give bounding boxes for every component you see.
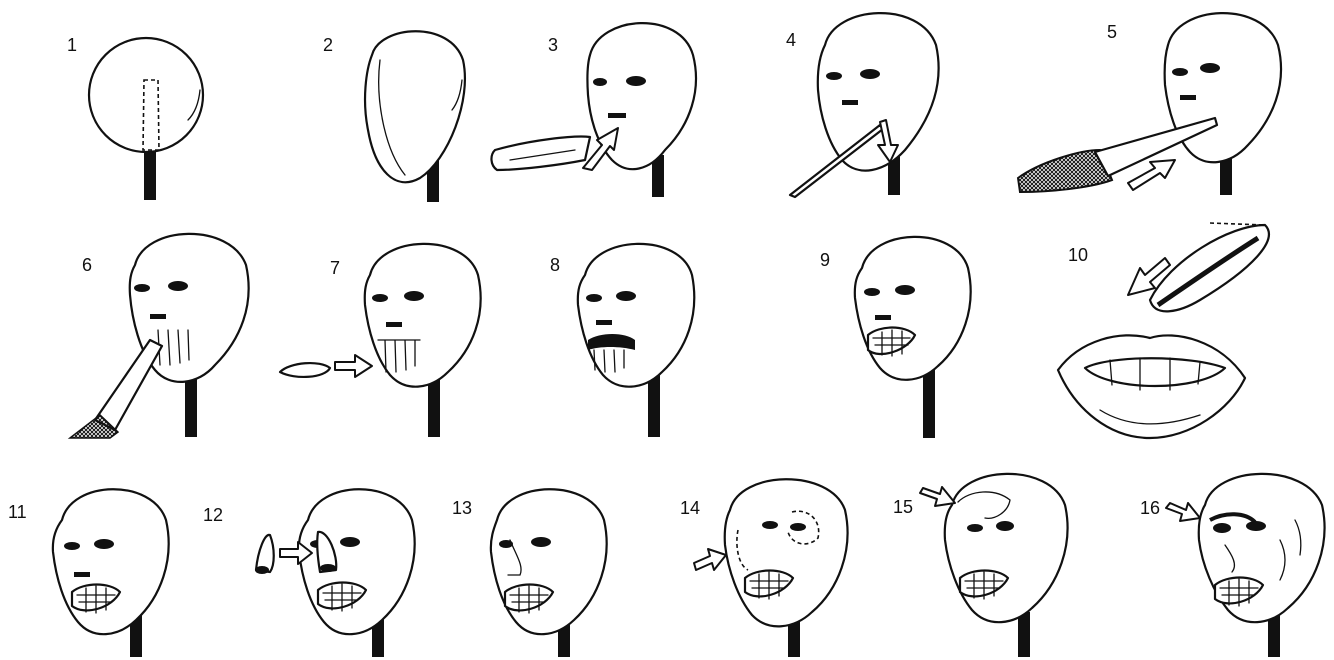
tool (95, 340, 162, 430)
clay-strip (491, 137, 590, 170)
stick (144, 148, 156, 200)
head (725, 479, 848, 626)
head (491, 489, 607, 634)
step-8-upper-lip (578, 244, 694, 437)
stick (1018, 612, 1030, 657)
step-10-lip-detail (1058, 223, 1269, 438)
step-5-shape-chin (1018, 13, 1281, 195)
step-9-both-lips (855, 237, 971, 438)
head (365, 244, 481, 387)
step-2-egg-shape (365, 31, 465, 202)
stick (185, 375, 197, 437)
step-3-add-nose (491, 23, 696, 197)
step-15-brow (920, 474, 1068, 657)
left-eye (593, 78, 607, 86)
arrow (694, 549, 726, 570)
head (53, 489, 169, 634)
step-14-cheeks (694, 479, 848, 657)
head (855, 237, 971, 380)
arrow (335, 355, 372, 377)
step-7-add-lip (280, 244, 481, 437)
right-eye (626, 76, 646, 86)
head (945, 474, 1068, 622)
stick (923, 370, 935, 438)
arrow (1166, 503, 1200, 521)
nose (608, 113, 626, 118)
step-6-mark-teeth (70, 234, 249, 438)
clay-ball (89, 38, 203, 152)
stick (648, 375, 660, 437)
step-1-clay-ball (89, 38, 203, 200)
arrow (920, 487, 955, 506)
lip-strip (280, 363, 330, 377)
head (299, 489, 415, 634)
step-16-finished-head (1166, 474, 1325, 657)
step-13-head (491, 489, 607, 657)
step-4-cut-mouth (790, 13, 939, 197)
step-12-add-nose (255, 489, 415, 657)
step-11-head (53, 489, 169, 657)
